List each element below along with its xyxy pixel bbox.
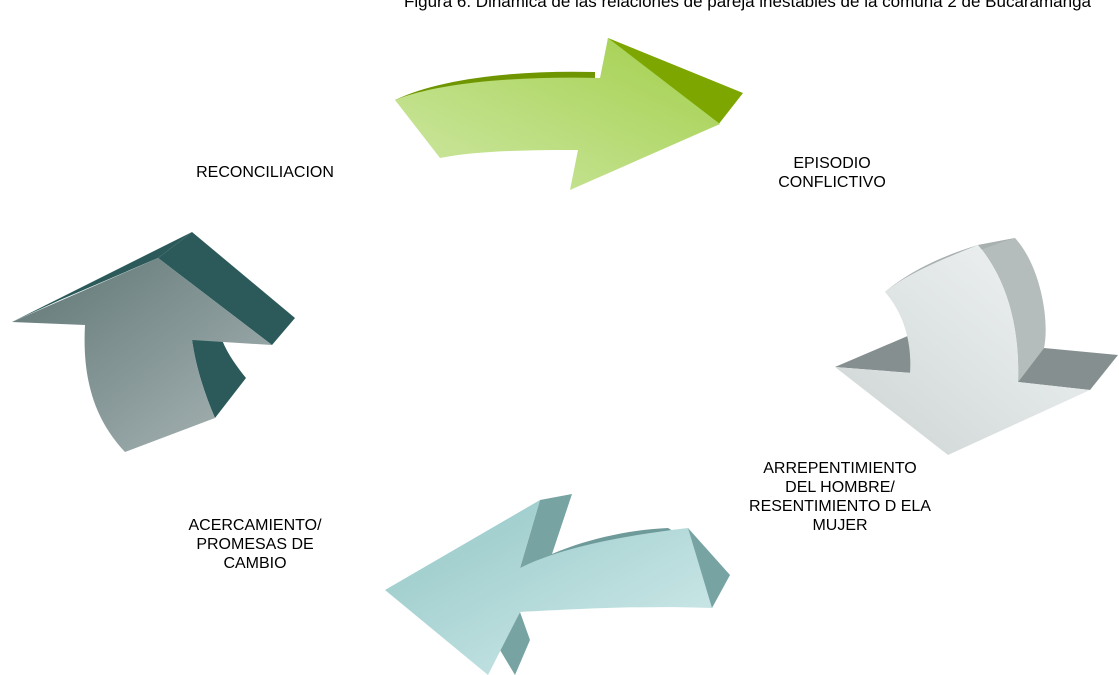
stage-label-arrepentimiento: ARREPENTIMIENTO DEL HOMBRE/ RESENTIMIENT…: [749, 460, 931, 534]
figure-title: Figura 6. Dinámica de las relaciones de …: [403, 0, 1091, 11]
teal-arrow: [385, 494, 730, 675]
gray-arrow: [835, 238, 1118, 455]
green-arrow: [395, 38, 743, 190]
dark-teal-arrow: [12, 232, 295, 452]
stage-label-acercamiento: ACERCAMIENTO/ PROMESAS DE CAMBIO: [188, 517, 322, 572]
stage-label-episodio: EPISODIO CONFLICTIVO: [778, 155, 886, 191]
stage-label-reconciliacion: RECONCILIACION: [196, 164, 334, 181]
